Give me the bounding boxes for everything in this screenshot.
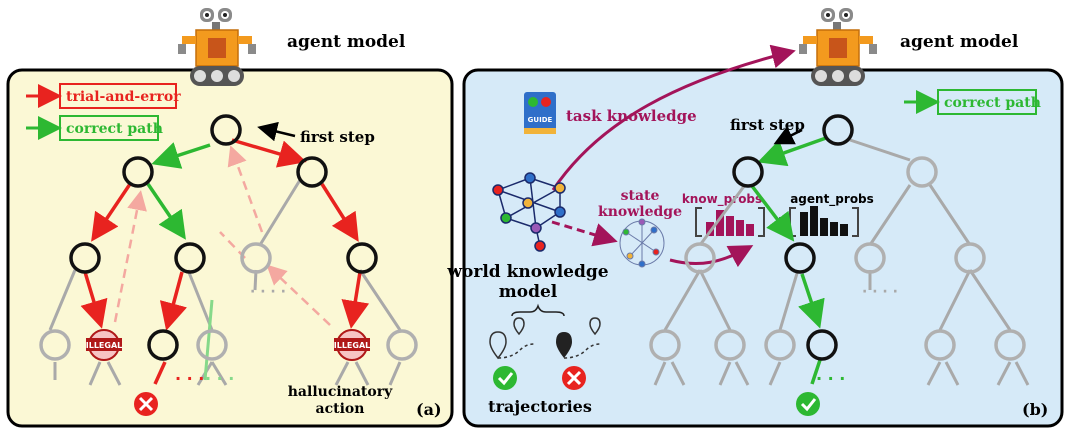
world-knowledge-network-icon <box>492 172 566 252</box>
svg-text:ILLEGAL: ILLEGAL <box>86 341 123 350</box>
state-knowledge-label-2: knowledge <box>598 204 682 220</box>
ellipsis-red: · · · <box>175 369 204 388</box>
trajectories-label: trajectories <box>488 397 592 416</box>
success-check-icon <box>796 392 820 416</box>
brace <box>511 303 565 317</box>
edge-trial-1 <box>231 138 307 168</box>
edge-correct-2 <box>146 183 186 240</box>
legend-trial-label: trial-and-error <box>66 89 181 105</box>
ellipsis-gray-b: · · · · <box>862 284 898 300</box>
first-step-label-b: first step <box>730 116 805 134</box>
world-knowledge-model-label-1: world knowledge <box>446 262 608 282</box>
agent-model-label-a: agent model <box>287 32 406 52</box>
edge-correct-1 <box>151 142 211 169</box>
tree-b-gray-edges <box>653 138 1030 386</box>
guide-book-icon: GUIDE <box>524 92 556 134</box>
backtrack-arrow-1 <box>113 190 147 323</box>
legend-correct-box <box>59 115 159 141</box>
first-step-arrow-a <box>257 121 296 142</box>
know-probs-label: know_probs <box>682 192 762 207</box>
edge-correct-b3 <box>798 273 825 329</box>
first-step-label-a: first step <box>300 128 375 146</box>
state-knowledge-arrow <box>551 220 618 247</box>
fail-cross-icon <box>134 392 158 416</box>
trajectory-good-icon <box>489 317 535 360</box>
ellipsis-green-b: · · · <box>816 369 845 388</box>
hallucinatory-label-1: hallucinatory <box>288 384 393 400</box>
legend-correct-label-b: correct path <box>944 95 1041 111</box>
legend-correct-label: correct path <box>66 121 163 137</box>
trajectory-bad-icon <box>556 317 601 359</box>
edge-correct-b2 <box>750 184 795 242</box>
legend-trial-box <box>59 83 177 109</box>
tree-a-gray-edges <box>48 179 402 386</box>
edge-trial-5 <box>153 361 167 385</box>
panel-b-tag: (b) <box>1022 400 1048 419</box>
hallucinatory-label-2: action <box>316 401 365 417</box>
state-knowledge-label-1: state <box>621 188 660 204</box>
backtrack-arrow-3b <box>219 231 246 259</box>
first-step-arrow-b <box>773 126 803 145</box>
cross-icon <box>562 366 586 390</box>
panel-a-tag: (a) <box>416 400 442 419</box>
edge-correct-b1 <box>757 136 827 167</box>
legend-correct-box-b <box>937 89 1037 115</box>
world-knowledge-model-label-2: model <box>499 282 558 302</box>
tree-b-nodes <box>649 114 1026 361</box>
probs-arrow <box>669 245 754 268</box>
ellipsis-green: · · · <box>205 369 234 388</box>
state-knowledge-network-icon <box>619 218 665 268</box>
panel-b-frame <box>462 68 1064 428</box>
agent-model-label-b: agent model <box>900 32 1019 52</box>
ellipsis-gray: · · · · <box>250 284 286 300</box>
backtrack-arrow-3 <box>266 264 331 326</box>
faded-green-edge <box>203 299 214 381</box>
know-probs-bars <box>695 207 765 237</box>
check-icon <box>493 366 517 390</box>
edge-trial-7 <box>341 271 370 329</box>
task-knowledge-arrow <box>551 44 796 191</box>
edge-trial-4 <box>159 271 187 331</box>
illegal-stamp-2: ILLEGAL <box>334 329 371 361</box>
edge-trial-3 <box>80 271 108 329</box>
edge-trial-6 <box>320 183 359 242</box>
edge-correct-b4 <box>810 359 822 385</box>
illegal-stamp-1: ILLEGAL <box>86 329 123 361</box>
agent-probs-label: agent_probs <box>790 192 874 207</box>
svg-text:ILLEGAL: ILLEGAL <box>334 341 371 350</box>
svg-text:GUIDE: GUIDE <box>528 116 553 124</box>
edge-trial-2 <box>91 183 132 242</box>
